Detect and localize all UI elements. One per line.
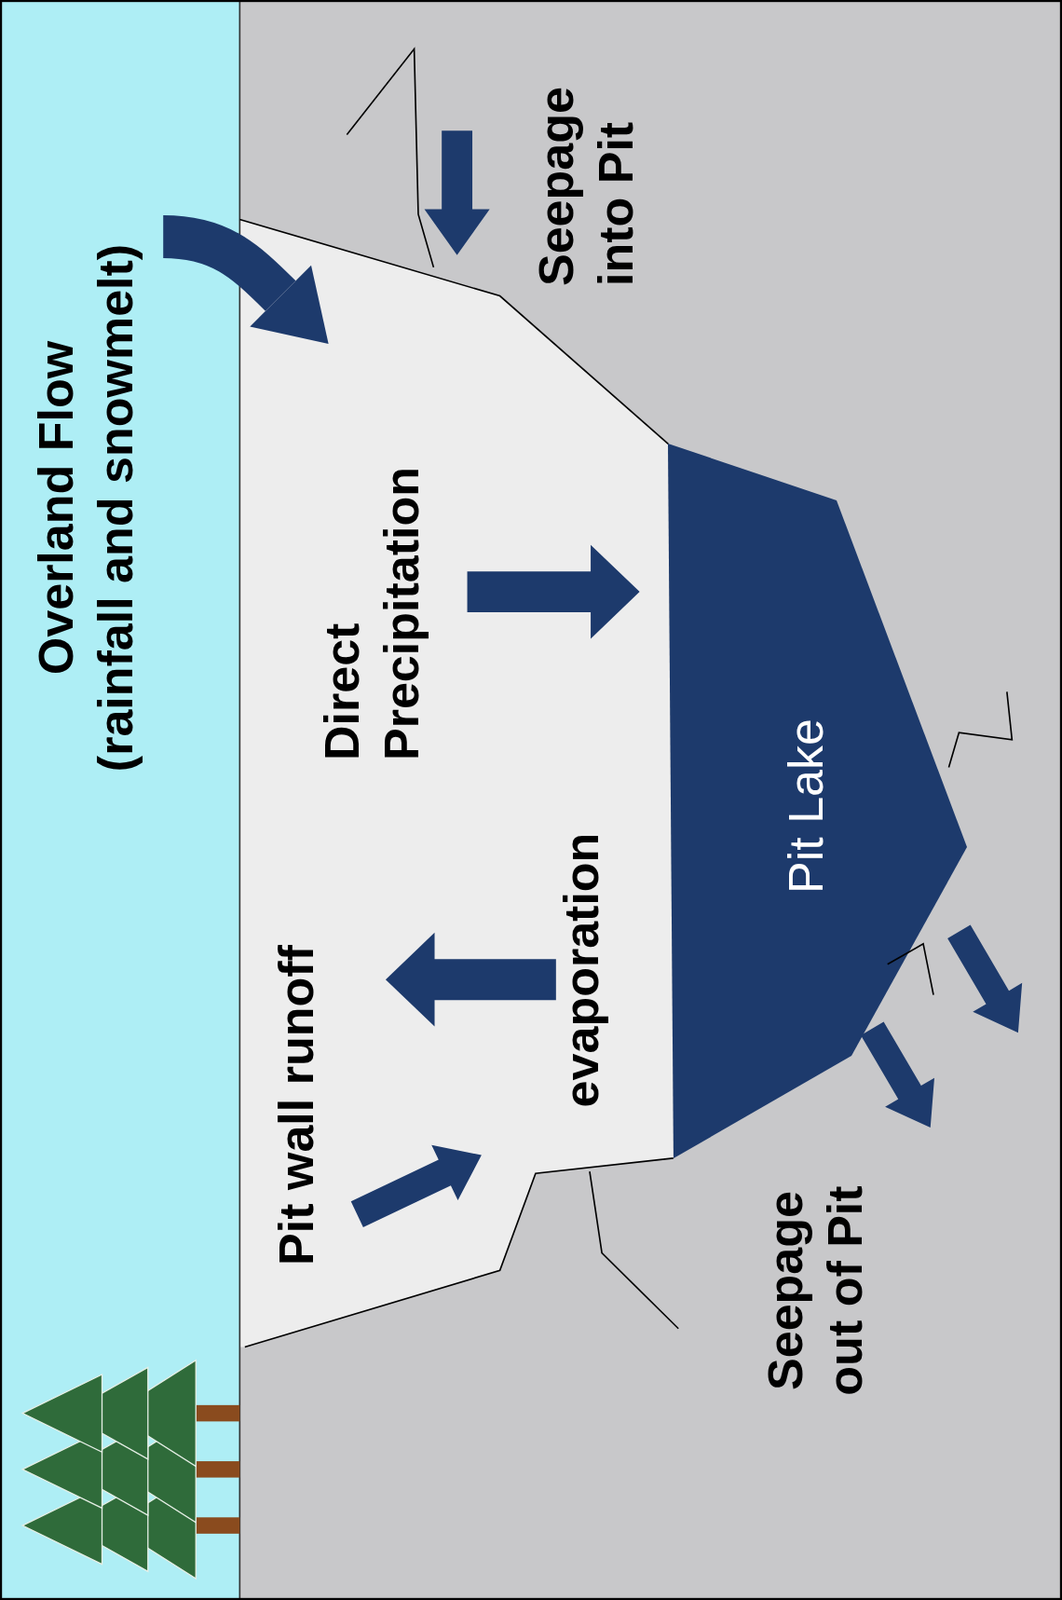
tree-foliage	[66, 1423, 149, 1516]
flow-label: Seepage out of Pit	[755, 1169, 875, 1412]
ground-surface-line	[239, 0, 242, 1600]
overland-flow-arrow	[163, 236, 281, 297]
tree-trunk	[191, 1404, 240, 1422]
node-label: Pit Lake	[776, 666, 836, 946]
tree-symbol	[22, 1471, 240, 1579]
ground-rock	[239, 0, 1062, 1600]
rock-fracture	[887, 943, 934, 995]
tree-symbol	[22, 1360, 240, 1467]
seepage-out-arrow	[860, 1021, 935, 1128]
tree-foliage	[111, 1360, 196, 1467]
flow-label: Pit wall runoff	[266, 918, 327, 1292]
tree-foliage	[66, 1479, 149, 1572]
precipitation-arrow	[467, 544, 640, 640]
sky-band: Overland Flow (rainfall and snowmelt)	[0, 0, 240, 1600]
tree-foliage	[22, 1374, 102, 1452]
tree-trunk	[191, 1516, 240, 1534]
pit-lake-shape: Pit Lake	[667, 443, 967, 1158]
pit-wall-outline	[245, 1157, 674, 1348]
overland-flow-arrowhead	[249, 265, 328, 344]
evaporation-arrow	[385, 932, 557, 1027]
rock-fracture	[589, 1170, 679, 1329]
tree-foliage	[22, 1429, 102, 1508]
tree-foliage	[111, 1471, 196, 1579]
tree-foliage	[22, 1485, 102, 1564]
flow-label: Direct Precipitation	[312, 443, 432, 761]
wrap-spacer	[26, 754, 55, 792]
runoff-arrow	[351, 1144, 482, 1227]
rock-fracture	[346, 49, 434, 268]
tree-foliage	[66, 1366, 149, 1459]
wrap-spacer	[26, 223, 55, 261]
flow-label: Seepage into Pit	[526, 43, 646, 286]
pit-excavation	[239, 218, 673, 1347]
seepage-out-arrow	[947, 925, 1022, 1034]
tree-symbol	[22, 1416, 240, 1523]
node-label: Overland Flow (rainfall and snowmelt)	[26, 223, 146, 792]
shape-fill	[667, 443, 967, 1158]
seepage-in-arrow	[424, 130, 491, 256]
flow-label: evaporation	[551, 830, 612, 1110]
tree-trunk	[191, 1460, 240, 1478]
pit-wall-outline	[239, 218, 668, 444]
tree-foliage	[111, 1416, 196, 1523]
rock-fracture	[948, 691, 1012, 767]
